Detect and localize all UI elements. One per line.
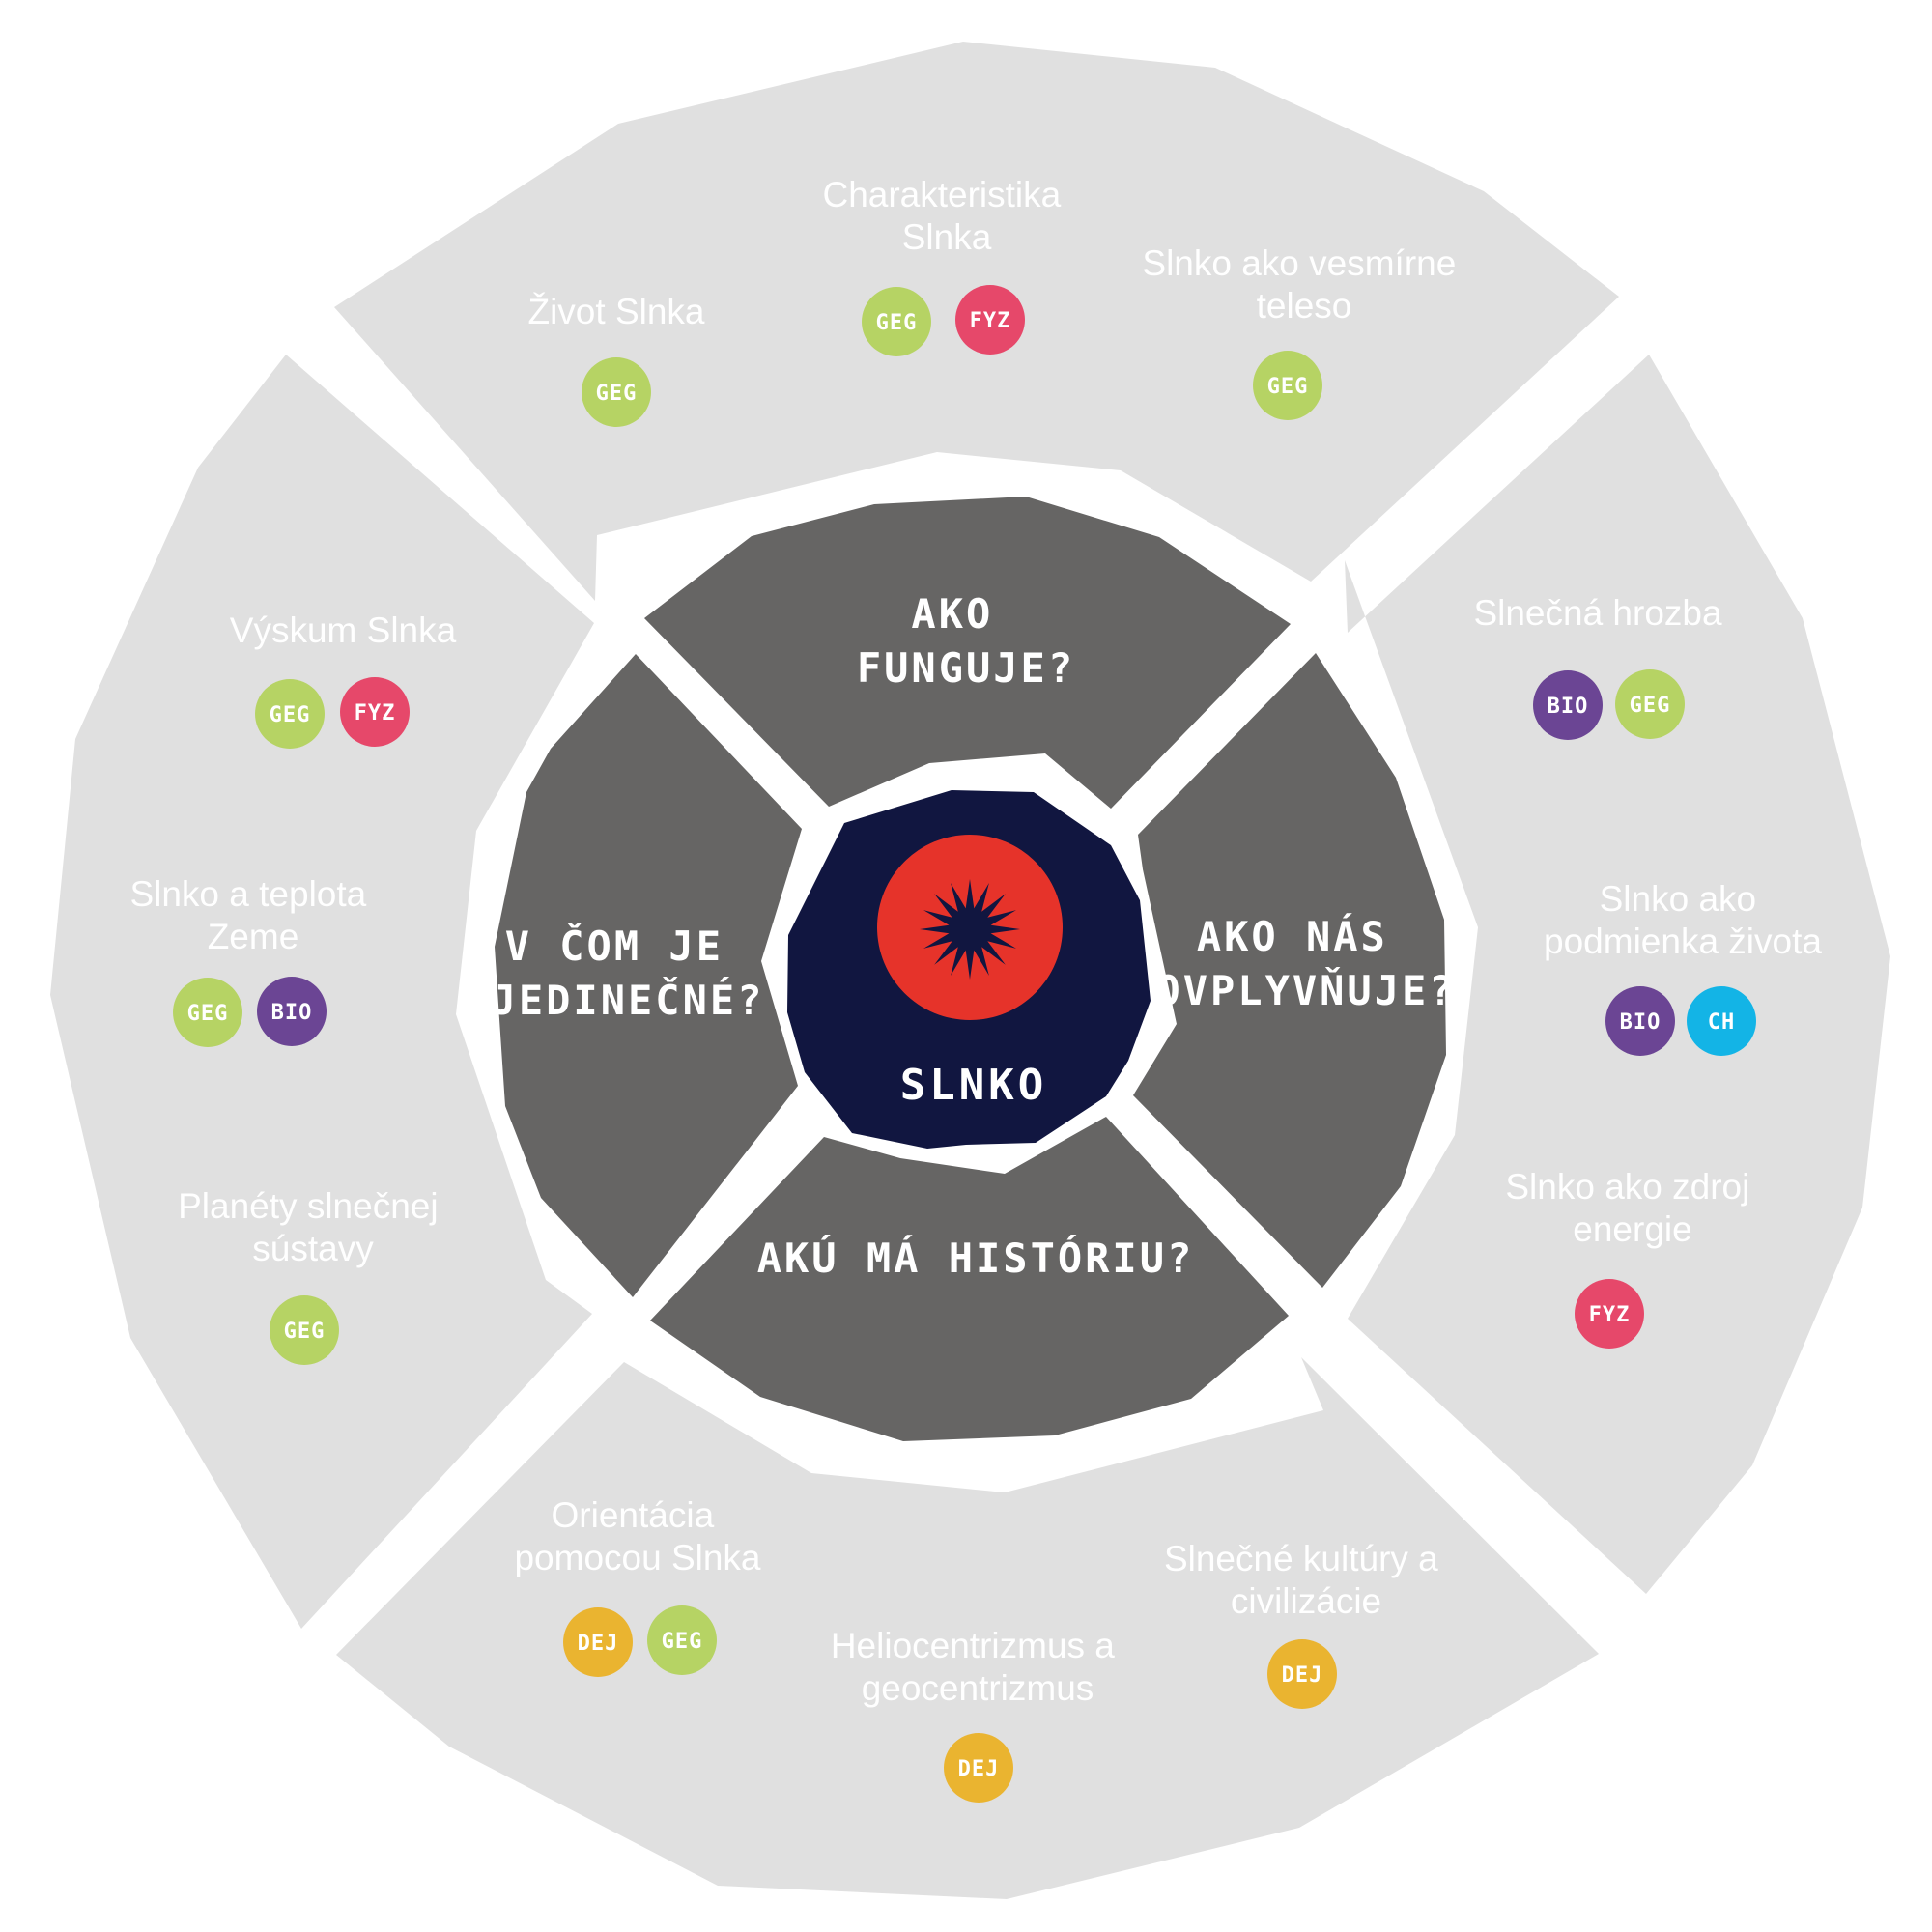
topic-vesmirne-teleso: Slnko ako vesmírne teleso: [1142, 243, 1465, 326]
center-core: SLNKO: [787, 790, 1151, 1149]
svg-text:DEJ: DEJ: [958, 1757, 1000, 1781]
inner-segment-right: [1133, 653, 1446, 1288]
question-right-line-1: AKO NÁS: [1197, 912, 1388, 960]
question-top-line-2: FUNGUJE?: [857, 644, 1075, 692]
svg-text:FYZ: FYZ: [1589, 1303, 1631, 1327]
badge-slnecne-kultury-1: DEJ: [1267, 1639, 1337, 1709]
question-left-line-1: V ČOM JE: [505, 922, 724, 970]
badge-zivot-slnka-1: GEG: [582, 357, 651, 427]
outer-segment-left: [50, 355, 594, 1629]
svg-text:BIO: BIO: [271, 1001, 313, 1025]
question-left: V ČOM JE JEDINEČNÉ?: [492, 922, 765, 1024]
svg-text:GEG: GEG: [187, 1002, 229, 1026]
topic-orientacia: Orientácia pomocou Slnka: [514, 1495, 760, 1577]
outer-ring: [50, 42, 1890, 1899]
badge-podmienka-zivota-2: CH: [1687, 986, 1756, 1056]
svg-text:DEJ: DEJ: [1282, 1663, 1323, 1688]
svg-text:FYZ: FYZ: [355, 701, 396, 725]
question-right-line-2: OVPLYVŇUJE?: [1155, 966, 1456, 1014]
inner-ring: [495, 497, 1446, 1441]
topic-heliocentrizmus: Heliocentrizmus a geocentrizmus: [831, 1626, 1124, 1708]
inner-segment-top: [644, 497, 1291, 809]
topic-slnecna-hrozba: Slnečná hrozba: [1473, 593, 1722, 633]
center-label: SLNKO: [900, 1061, 1047, 1110]
svg-text:BIO: BIO: [1620, 1010, 1662, 1035]
svg-text:GEG: GEG: [1630, 694, 1671, 718]
badge-vyskum-slnka-2: FYZ: [340, 677, 410, 747]
svg-text:BIO: BIO: [1548, 695, 1589, 719]
topic-zivot-slnka: Život Slnka: [527, 292, 704, 331]
topic-slnecne-kultury: Slnečné kultúry a civilizácie: [1164, 1539, 1448, 1621]
svg-text:GEG: GEG: [270, 703, 311, 727]
badge-orientacia-1: DEJ: [563, 1607, 633, 1677]
badge-charakteristika-1: GEG: [862, 287, 931, 356]
badge-slnecna-hrozba-1: BIO: [1533, 670, 1603, 740]
badge-planety-1: GEG: [270, 1295, 339, 1365]
svg-text:GEG: GEG: [876, 311, 918, 335]
badge-heliocentrizmus-1: DEJ: [944, 1733, 1013, 1803]
topic-teplota-zeme: Slnko a teplota Zeme: [129, 874, 376, 956]
inner-segment-bottom: [650, 1117, 1289, 1441]
svg-text:CH: CH: [1708, 1010, 1736, 1035]
badge-vesmirne-teleso-1: GEG: [1253, 351, 1322, 420]
outer-segment-bottom: [336, 1357, 1599, 1899]
badge-teplota-zeme-2: BIO: [257, 977, 327, 1046]
svg-text:GEG: GEG: [662, 1630, 703, 1654]
svg-text:DEJ: DEJ: [578, 1632, 619, 1656]
question-top: AKO FUNGUJE?: [857, 590, 1075, 692]
question-bottom: AKÚ MÁ HISTÓRIU?: [757, 1234, 1195, 1282]
topic-planety: Planéty slnečnej sústavy: [178, 1186, 448, 1268]
svg-text:GEG: GEG: [596, 382, 638, 406]
topic-labels: Život Slnka Charakteristika Slnka Slnko …: [129, 175, 1822, 1708]
topic-vyskum-slnka: Výskum Slnka: [230, 611, 457, 650]
svg-text:GEG: GEG: [284, 1320, 326, 1344]
question-right: AKO NÁS OVPLYVŇUJE?: [1155, 912, 1456, 1014]
badge-slnecna-hrozba-2: GEG: [1615, 669, 1685, 739]
outer-segment-right: [1345, 355, 1890, 1594]
svg-text:GEG: GEG: [1267, 375, 1309, 399]
badge-zdroj-energie-1: FYZ: [1575, 1279, 1644, 1349]
badge-charakteristika-2: FYZ: [955, 285, 1025, 355]
questions: AKO FUNGUJE? AKO NÁS OVPLYVŇUJE? AKÚ MÁ …: [492, 590, 1456, 1282]
topic-zdroj-energie: Slnko ako zdroj energie: [1505, 1167, 1759, 1249]
question-top-line-1: AKO: [911, 590, 993, 638]
question-bottom-line-1: AKÚ MÁ HISTÓRIU?: [757, 1234, 1195, 1282]
topic-podmienka-zivota: Slnko ako podmienka života: [1544, 879, 1822, 961]
badge-vyskum-slnka-1: GEG: [255, 679, 325, 749]
badge-orientacia-2: GEG: [647, 1605, 717, 1675]
topic-charakteristika-slnka: Charakteristika Slnka: [822, 175, 1070, 257]
inner-segment-left: [495, 654, 802, 1297]
question-left-line-2: JEDINEČNÉ?: [492, 976, 765, 1024]
sun-starburst-icon: [920, 879, 1020, 980]
badge-teplota-zeme-1: GEG: [173, 978, 242, 1047]
badge-podmienka-zivota-1: BIO: [1605, 986, 1675, 1056]
svg-text:FYZ: FYZ: [970, 309, 1011, 333]
subject-badges: GEG GEG FYZ GEG BIO GEG BIO CH FYZ DEJ D…: [173, 285, 1756, 1803]
